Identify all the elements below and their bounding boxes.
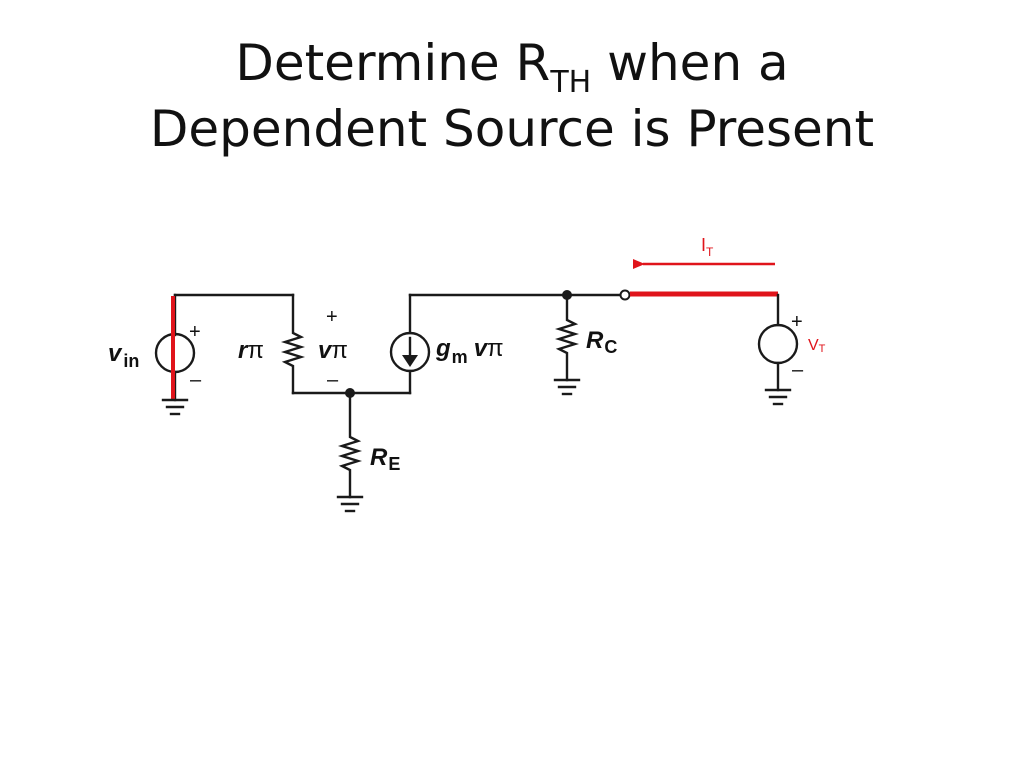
rpi-resistor [280,293,306,395]
title-line1-prefix: Determine R [235,34,551,92]
title-line2: Dependent Source is Present [149,100,875,158]
title-line1-suffix: when a [591,34,789,92]
vt-ground-icon [764,388,792,406]
rc-label: RC [586,327,617,357]
rc-ground-icon [553,378,581,396]
test-voltage-source [757,293,799,392]
vpi-label: vπ [318,337,348,364]
vt-plus: + [791,311,803,333]
slide-title: Determine RTH when a Dependent Source is… [0,30,1024,162]
vt-minus: – [792,359,804,381]
rc-resistor [554,293,580,382]
output-terminal [619,289,631,301]
vin-source [154,293,295,402]
vpi-plus: + [326,306,338,328]
vin-ground-icon [161,398,189,416]
rpi-label: rπ [238,337,264,364]
re-ground-icon [336,495,364,513]
vin-minus: – [190,369,202,391]
re-resistor [337,391,363,499]
title-subscript: TH [550,65,592,100]
dependent-current-source [389,293,431,395]
re-label: RE [370,444,400,474]
vpi-minus: – [327,369,339,391]
arrow-down-icon [402,355,418,367]
vin-plus: + [189,321,201,343]
test-current-label: IT [701,235,714,259]
test-voltage-label: VT [808,337,826,355]
